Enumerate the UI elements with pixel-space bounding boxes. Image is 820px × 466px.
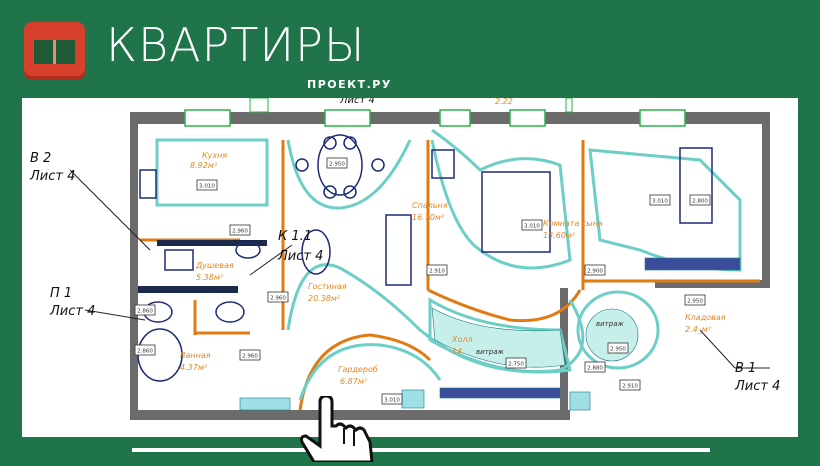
partitions xyxy=(140,140,760,411)
height-tag-box xyxy=(267,291,289,303)
room-name: Кухня xyxy=(202,151,227,160)
height-tag-box xyxy=(649,194,671,206)
hand-pointer-icon xyxy=(300,394,385,466)
height-tag-box xyxy=(689,194,711,206)
room-area: 16.70м² xyxy=(412,213,445,222)
height-tags: 3.010 2.950 2.960 2.910 3.010 3.010 2.800 2.900… xyxy=(134,157,711,405)
room-area: 14. xyxy=(452,347,465,356)
height-tag-box xyxy=(619,379,641,391)
room-name: Ванная xyxy=(180,351,211,360)
height-tag: 2.910 xyxy=(429,269,445,275)
height-tag-box xyxy=(381,393,403,405)
height-tag: 2.960 xyxy=(270,296,286,302)
height-tag: 3.010 xyxy=(652,199,668,205)
callout-sheet: Лист 4 xyxy=(49,304,95,319)
height-tag-box xyxy=(134,304,156,316)
callout-sheet-partial: Лист 4 xyxy=(339,98,375,106)
height-tag-box xyxy=(584,361,606,373)
room-area-partial: 2.22 xyxy=(495,98,513,106)
callout-sheet: Лист 4 xyxy=(277,249,323,264)
room-name: Холл xyxy=(451,335,473,344)
height-tag-box xyxy=(505,357,527,369)
windows xyxy=(184,109,686,127)
room-area: 6.87м² xyxy=(340,377,368,386)
room-name: Гостиная xyxy=(308,282,347,291)
room-area: 5.38м² xyxy=(196,273,224,282)
callout-sheet: Лист 4 xyxy=(29,169,75,184)
height-tag-box xyxy=(607,342,629,354)
vitrazh-label: витраж xyxy=(596,320,624,328)
height-tag: 2.960 xyxy=(232,229,248,235)
height-tag-box xyxy=(584,264,606,276)
height-tag-box xyxy=(521,219,543,231)
callout-id: П 1 xyxy=(50,286,72,301)
floor-plan-panel: Кухня 8.92м² Гостиная 20.38м² Спальня 16… xyxy=(22,98,798,437)
room-name: Душевая xyxy=(195,261,234,270)
height-tag: 2.950 xyxy=(329,162,345,168)
callout-id: К 1.1 xyxy=(278,229,312,244)
room-name: Кладовая xyxy=(685,313,726,322)
height-tag: 2.880 xyxy=(587,366,603,372)
open-book-icon xyxy=(24,22,85,80)
room-area: 20.38м² xyxy=(308,294,341,303)
room-area: 13.60м² xyxy=(543,231,576,240)
height-tag: 2.900 xyxy=(587,269,603,275)
room-name: Комната сына xyxy=(543,219,603,228)
room-name: Спальня xyxy=(412,201,448,210)
height-tag: 2.910 xyxy=(622,384,638,390)
height-tag: 2.800 xyxy=(692,199,708,205)
callout-sheet: Лист 4 xyxy=(734,379,780,394)
height-tag-box xyxy=(684,294,706,306)
brand-title: КВАРТИРЫ xyxy=(106,18,366,72)
height-tag-box xyxy=(134,344,156,356)
height-tag: 3.010 xyxy=(524,224,540,230)
room-area: 8.92м² xyxy=(190,161,218,170)
height-tag-box xyxy=(326,157,348,169)
brand-subtitle: ПРОЕКТ.РУ xyxy=(307,78,392,91)
room-name: Гардероб xyxy=(338,365,378,374)
height-tag: 2.750 xyxy=(508,362,524,368)
height-tag: 2.960 xyxy=(242,354,258,360)
height-tag-box xyxy=(239,349,261,361)
height-tag: 2.860 xyxy=(137,309,153,315)
room-area: 2.4_м² xyxy=(685,325,712,334)
height-tag: 2.950 xyxy=(687,299,703,305)
furniture xyxy=(137,134,713,382)
height-tag: 3.010 xyxy=(384,398,400,404)
callout-id: В 1 xyxy=(735,361,756,376)
progress-bar xyxy=(132,448,710,452)
height-tag-box xyxy=(229,224,251,236)
height-tag: 2.950 xyxy=(610,347,626,353)
height-tag: 2.860 xyxy=(137,349,153,355)
height-tag-box xyxy=(196,179,218,191)
floor-plan: Кухня 8.92м² Гостиная 20.38м² Спальня 16… xyxy=(29,98,780,420)
callout-id: В 2 xyxy=(30,151,51,166)
height-tag: 3.010 xyxy=(199,184,215,190)
height-tag-box xyxy=(426,264,448,276)
room-area: 4.37м² xyxy=(180,363,208,372)
vitrazh-label: витраж xyxy=(476,348,504,356)
